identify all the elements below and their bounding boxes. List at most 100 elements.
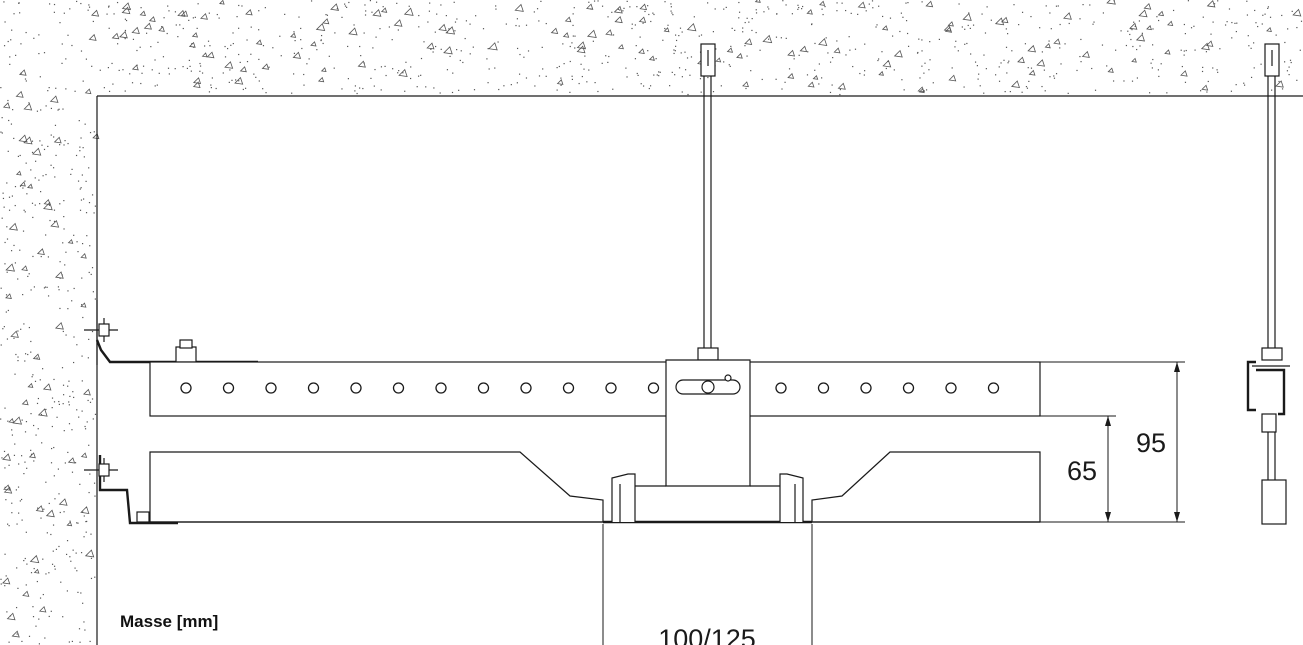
concrete-speckle	[1132, 45, 1134, 48]
concrete-speckle	[14, 262, 17, 264]
concrete-speckle	[755, 9, 757, 11]
concrete-speckle	[1041, 85, 1043, 88]
concrete-speckle	[436, 13, 438, 15]
concrete-speckle	[3, 206, 5, 208]
concrete-speckle	[497, 41, 499, 43]
concrete-aggregate	[322, 18, 330, 25]
concrete-speckle	[40, 191, 42, 193]
concrete-speckle	[1009, 90, 1011, 93]
concrete-aggregate	[663, 27, 670, 33]
concrete-aggregate	[736, 52, 743, 59]
concrete-speckle	[87, 399, 89, 402]
concrete-speckle	[1123, 80, 1125, 82]
concrete-aggregate	[882, 59, 892, 68]
concrete-speckle	[700, 91, 702, 93]
concrete-speckle	[1158, 19, 1160, 22]
concrete-speckle	[689, 74, 691, 76]
concrete-aggregate	[348, 27, 358, 36]
concrete-speckle	[469, 53, 471, 55]
concrete-speckle	[583, 68, 585, 70]
concrete-speckle	[1053, 75, 1055, 77]
concrete-speckle	[1217, 71, 1219, 73]
concrete-speckle	[53, 209, 56, 211]
concrete-speckle	[824, 5, 826, 8]
concrete-speckle	[15, 353, 17, 356]
rail-hole	[562, 382, 575, 394]
concrete-speckle	[17, 486, 20, 488]
concrete-speckle	[59, 144, 61, 146]
concrete-speckle	[429, 2, 431, 4]
concrete-aggregate	[638, 48, 645, 54]
concrete-speckle	[822, 13, 824, 16]
concrete-speckle	[901, 79, 903, 81]
concrete-speckle	[545, 22, 547, 25]
concrete-speckle	[91, 267, 94, 269]
concrete-aggregate	[91, 9, 100, 17]
concrete-speckle	[445, 15, 447, 17]
concrete-speckle	[571, 78, 574, 81]
concrete-speckle	[712, 91, 715, 93]
concrete-speckle	[21, 419, 23, 421]
concrete-speckle	[1049, 12, 1051, 14]
concrete-speckle	[744, 21, 746, 24]
concrete-speckle	[536, 8, 539, 10]
concrete-speckle	[626, 76, 628, 78]
concrete-speckle	[163, 17, 165, 19]
concrete-speckle	[446, 69, 449, 71]
concrete-speckle	[30, 449, 32, 451]
concrete-speckle	[4, 241, 6, 244]
concrete-speckle	[440, 4, 442, 6]
concrete-speckle	[690, 56, 693, 58]
concrete-speckle	[64, 462, 66, 464]
rail-hole	[647, 382, 660, 394]
concrete-speckle	[78, 628, 81, 630]
concrete-aggregate	[55, 271, 64, 279]
concrete-speckle	[118, 69, 120, 72]
concrete-speckle	[13, 137, 15, 140]
concrete-aggregate	[1131, 57, 1137, 63]
concrete-speckle	[54, 124, 57, 126]
concrete-aggregate	[10, 330, 19, 338]
concrete-speckle	[981, 13, 983, 15]
concrete-speckle	[608, 55, 610, 58]
concrete-speckle	[21, 640, 23, 643]
concrete-speckle	[23, 472, 25, 475]
rail-hole	[222, 382, 235, 394]
concrete-speckle	[839, 88, 842, 91]
concrete-speckle	[1079, 18, 1081, 20]
concrete-speckle	[878, 5, 880, 7]
concrete-speckle	[83, 156, 85, 158]
concrete-speckle	[89, 245, 91, 247]
concrete-speckle	[280, 55, 282, 57]
concrete-speckle	[7, 420, 9, 422]
concrete-speckle	[16, 567, 18, 569]
concrete-speckle	[957, 50, 959, 52]
concrete-aggregate	[2, 102, 11, 109]
concrete-speckle	[68, 404, 70, 406]
concrete-speckle	[921, 39, 923, 41]
concrete-speckle	[40, 413, 43, 416]
concrete-speckle	[622, 10, 624, 12]
concrete-speckle	[802, 5, 804, 8]
concrete-speckle	[541, 46, 543, 48]
concrete-speckle	[1007, 62, 1009, 64]
concrete-speckle	[174, 68, 176, 70]
concrete-speckle	[81, 355, 83, 357]
concrete-speckle	[1296, 26, 1298, 29]
concrete-speckle	[680, 52, 682, 54]
concrete-aggregate	[23, 102, 33, 111]
concrete-speckle	[91, 398, 94, 400]
concrete-speckle	[45, 481, 47, 483]
concrete-aggregate	[15, 90, 24, 98]
concrete-speckle	[71, 471, 74, 473]
concrete-speckle	[94, 495, 96, 497]
concrete-speckle	[222, 72, 224, 74]
concrete-speckle	[1254, 9, 1256, 12]
concrete-speckle	[31, 376, 33, 378]
concrete-speckle	[1131, 29, 1133, 31]
concrete-speckle	[972, 24, 975, 26]
concrete-speckle	[1289, 59, 1292, 61]
concrete-speckle	[542, 68, 544, 70]
concrete-speckle	[963, 86, 965, 88]
concrete-speckle	[459, 59, 461, 62]
